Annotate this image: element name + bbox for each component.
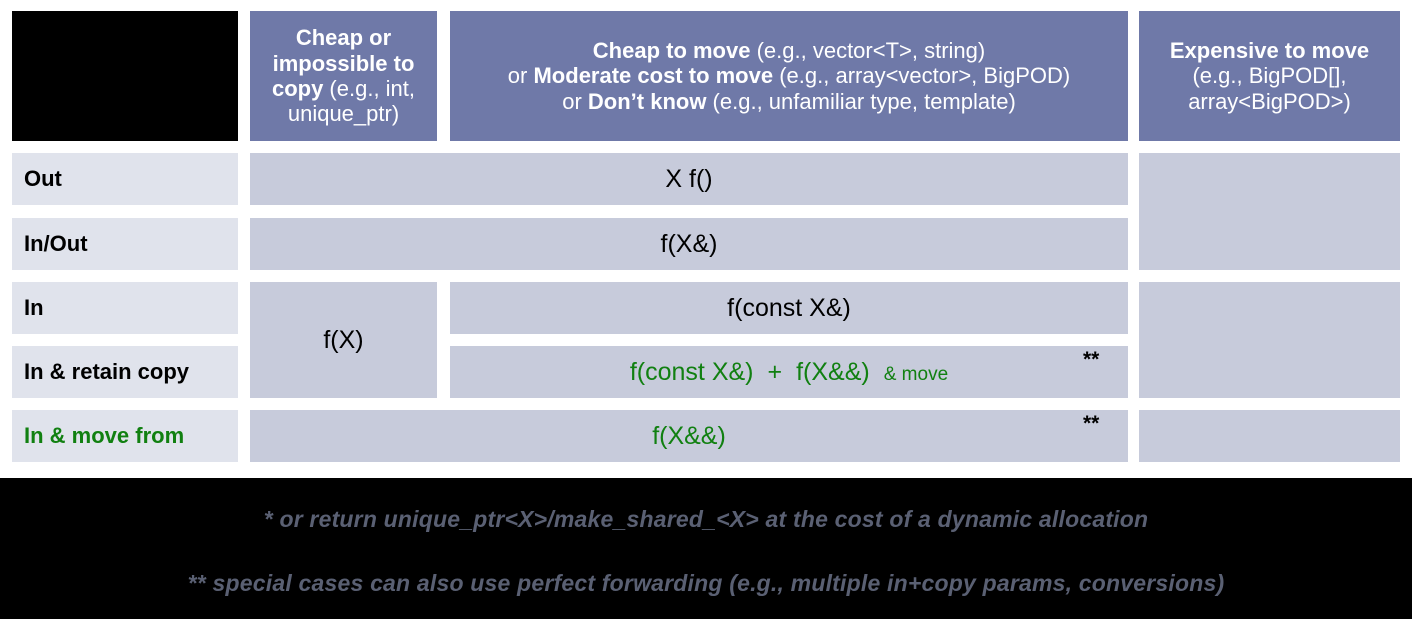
footnote-marker-movefrom: ** [1083, 413, 1099, 434]
footnote-one: * or return unique_ptr<X>/make_shared_<X… [263, 506, 1149, 532]
cell-movefrom-expensive [1139, 410, 1400, 462]
row-label-in-retain-copy-text: In & retain copy [24, 359, 190, 385]
column-header-cheap-to-move: Cheap to move (e.g., vector<T>, string) … [450, 11, 1128, 141]
footnote-two: ** special cases can also use perfect fo… [187, 570, 1225, 596]
header-move-l3-pre: or [562, 88, 588, 114]
cell-inout-fxref-text: f(X&) [660, 229, 718, 258]
row-label-out: Out [12, 153, 238, 205]
footer-band: * or return unique_ptr<X>/make_shared_<X… [0, 478, 1412, 619]
cell-out-inout-expensive [1139, 153, 1400, 270]
footnote-marker-retain: ** [1083, 349, 1099, 370]
cell-out-xf-text: X f() [665, 164, 713, 193]
header-move-l1-bold: Cheap to move [592, 38, 751, 64]
header-expensive-l3: array<BigPOD>) [1188, 88, 1351, 114]
row-label-in-retain-copy: In & retain copy [12, 346, 238, 398]
row-label-in-out-text: In/Out [24, 231, 88, 257]
header-copy-bold: Cheap or impossible to copy [271, 25, 415, 101]
row-label-out-text: Out [24, 166, 62, 192]
header-move-l2-rest: (e.g., array<vector>, BigPOD) [773, 63, 1071, 89]
header-expensive-bold: Expensive to move [1169, 38, 1370, 64]
header-move-l1-rest: (e.g., vector<T>, string) [750, 38, 986, 64]
row-label-in-out: In/Out [12, 218, 238, 270]
cell-in-fconstxref-text: f(const X&) [727, 293, 851, 322]
cell-inout-fxref: f(X&) [250, 218, 1128, 270]
footnote-marker-movefrom-text: ** [1083, 412, 1100, 435]
header-move-l3-bold: Don’t know [587, 88, 707, 114]
cell-in-retain-fx-text: f(X) [323, 325, 364, 354]
cell-movefrom-fxrvalue-text: f(X&&) [652, 421, 726, 450]
cell-in-fconstxref: f(const X&) [450, 282, 1128, 334]
column-header-cheap-or-impossible-to-copy: Cheap or impossible to copy (e.g., int, … [250, 11, 437, 141]
header-copy-rest: (e.g., int, unique_ptr) [287, 76, 416, 127]
cell-out-xf: X f() [250, 153, 1128, 205]
row-label-in-move-from-text: In & move from [24, 423, 185, 449]
cell-movefrom-fxrvalue: f(X&&) [250, 410, 1128, 462]
cell-retain-and-move: & move [883, 363, 949, 385]
cell-retain-fxrvalue: f(X&&) [796, 357, 870, 386]
row-label-in-text: In [24, 295, 44, 321]
cell-retain-fconstxref: f(const X&) [629, 357, 754, 386]
cell-retain-plus: + [767, 357, 783, 386]
header-move-l3-rest: (e.g., unfamiliar type, template) [706, 88, 1016, 114]
cell-in-retain-fx: f(X) [250, 282, 437, 398]
column-header-expensive-to-move: Expensive to move (e.g., BigPOD[], array… [1139, 11, 1400, 141]
row-label-in-move-from: In & move from [12, 410, 238, 462]
row-label-in: In [12, 282, 238, 334]
header-move-l2-pre: or [507, 63, 534, 89]
footnote-marker-retain-text: ** [1083, 348, 1100, 371]
cell-retain-overloads: f(const X&) + f(X&&) & move [450, 346, 1128, 398]
cell-in-retain-expensive [1139, 282, 1400, 398]
header-expensive-l2: (e.g., BigPOD[], [1192, 63, 1347, 89]
corner-block [12, 11, 238, 141]
header-move-l2-bold: Moderate cost to move [533, 63, 774, 89]
